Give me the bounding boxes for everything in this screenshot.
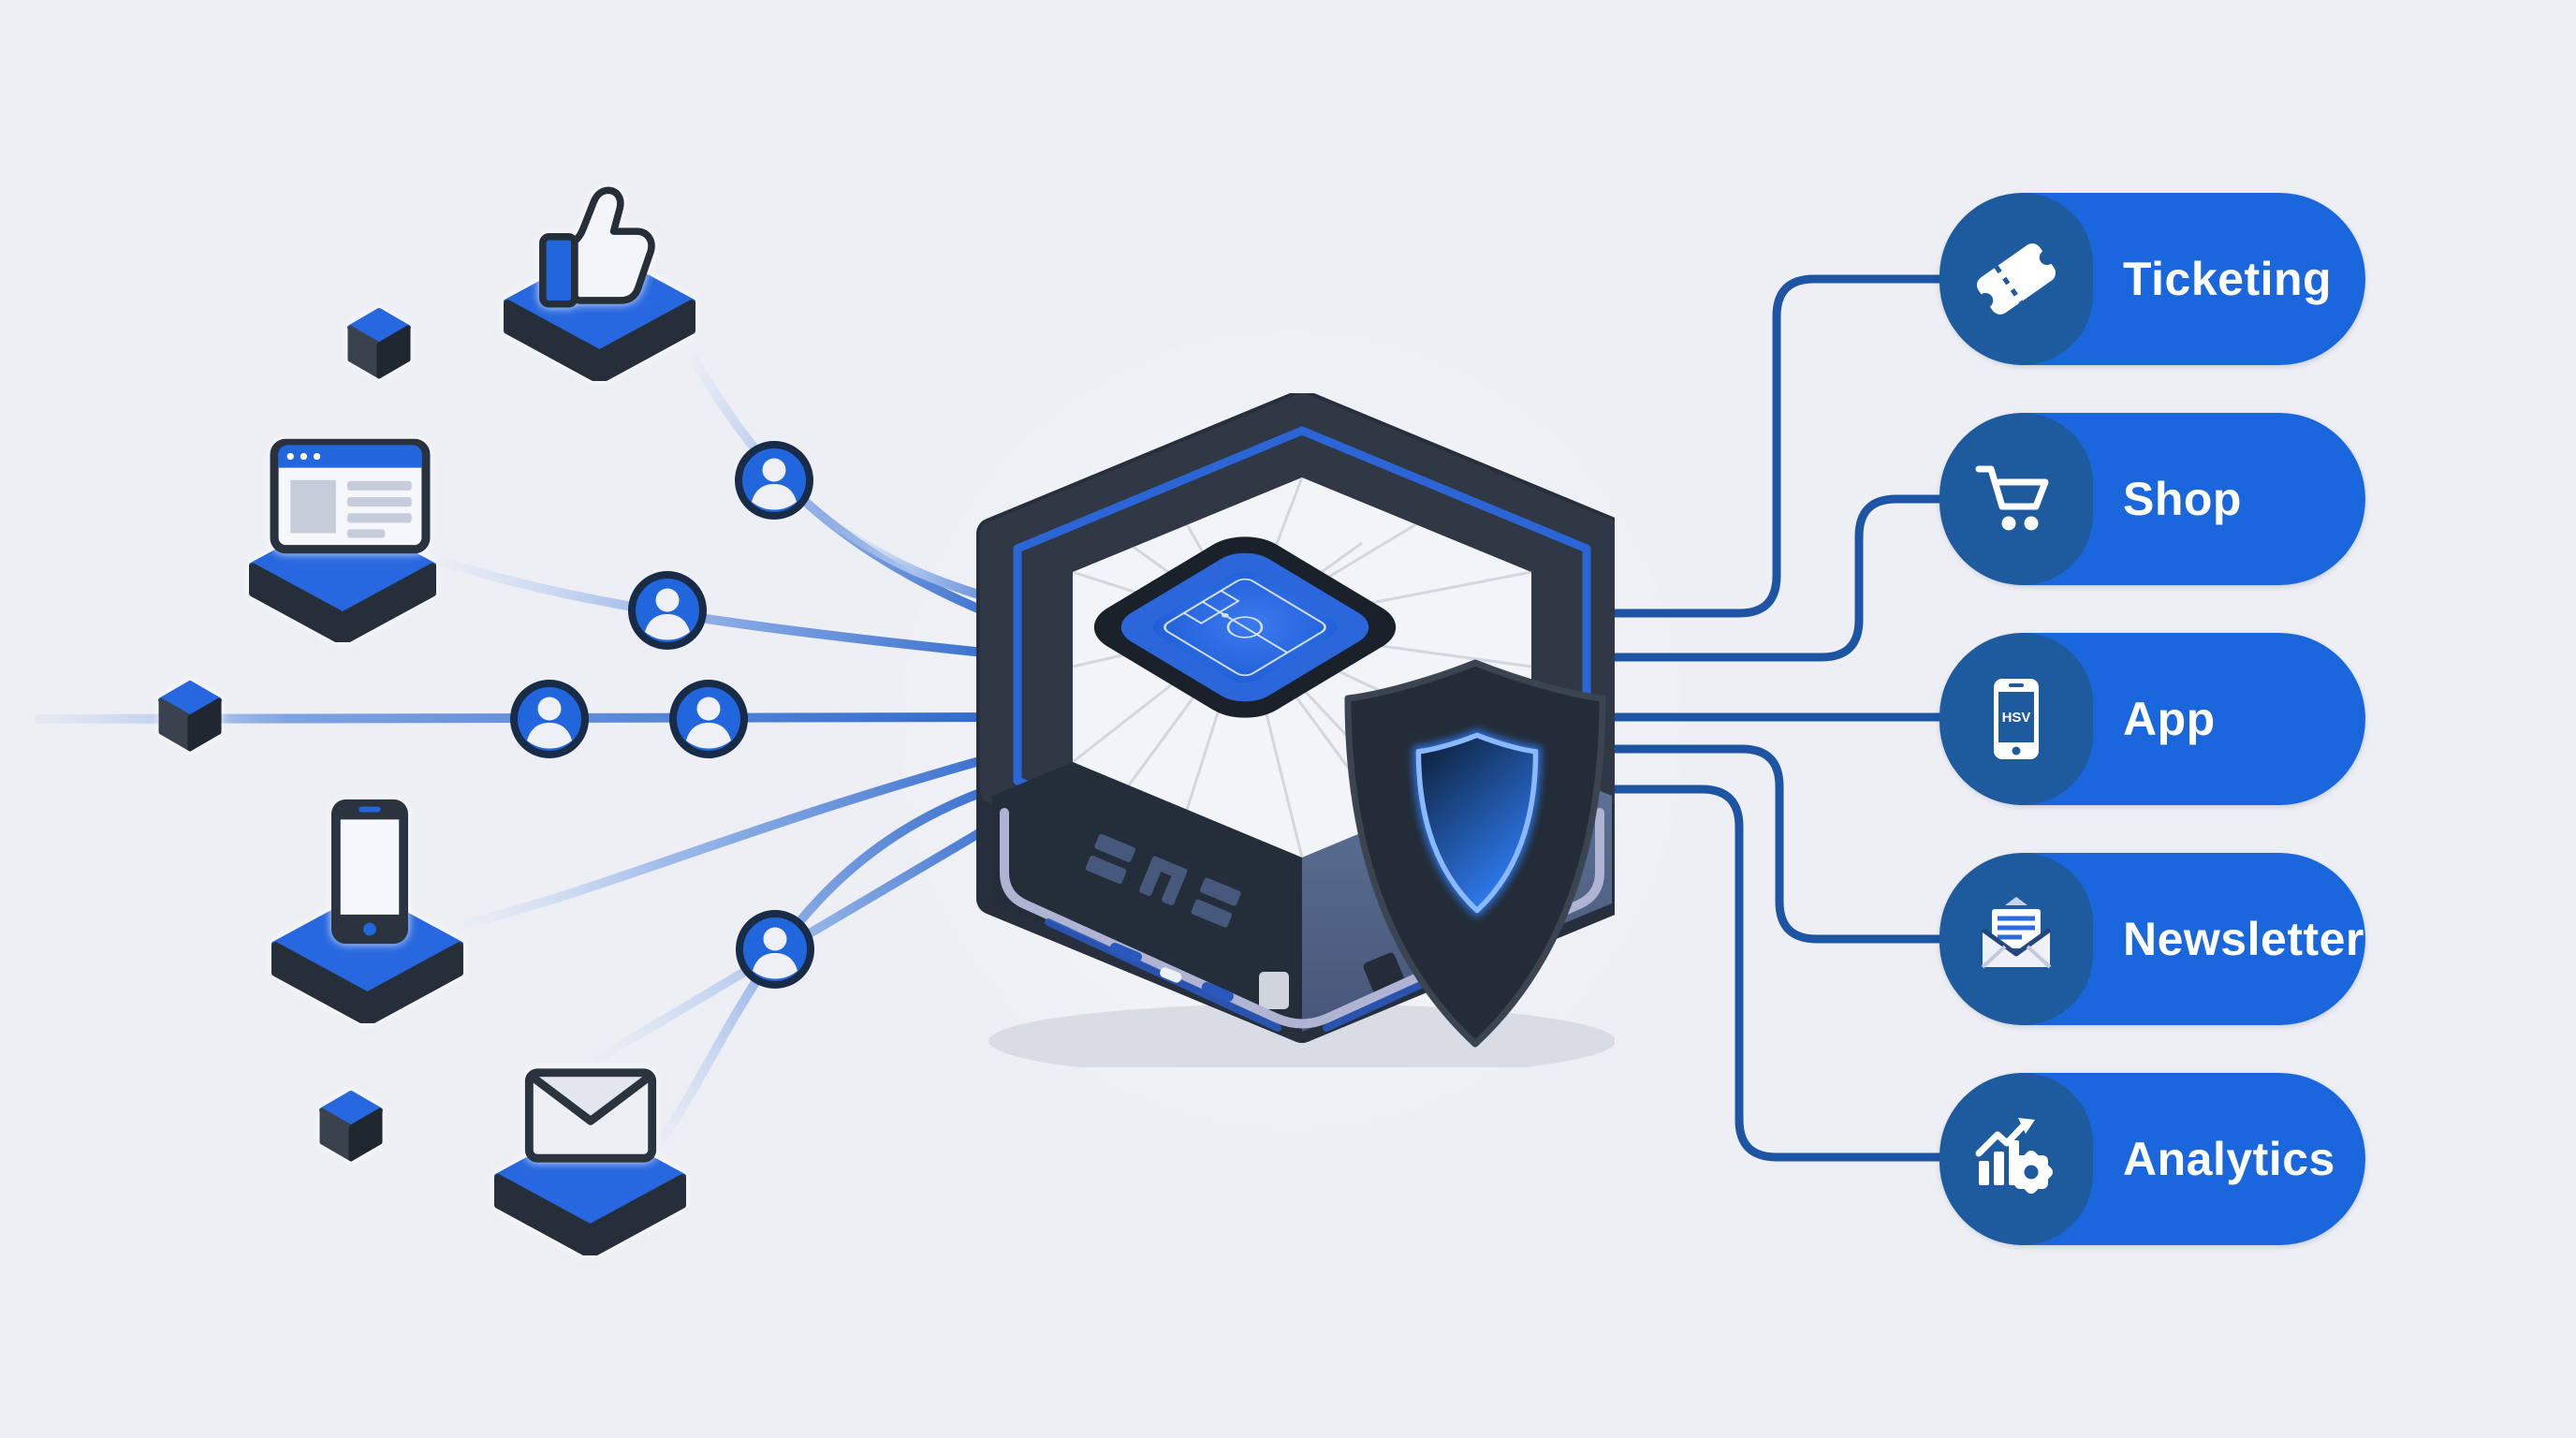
analytics-chart-gear-icon [1939, 1073, 2093, 1245]
flow-line [463, 742, 1034, 928]
shopping-cart-icon [1939, 413, 2093, 585]
shop-label: Shop [2123, 473, 2242, 525]
user-avatar-icon [736, 910, 814, 989]
newsletter-label: Newsletter [2123, 913, 2364, 965]
shop-button[interactable]: Shop [1939, 413, 2365, 585]
pitch-markings [1164, 578, 1326, 677]
stadium-bowl [1093, 536, 1397, 718]
analytics-button[interactable]: Analytics [1939, 1073, 2365, 1245]
platform-base [271, 890, 463, 1023]
newsletter-envelope-icon [1939, 853, 2093, 1025]
security-shield-icon [1344, 659, 1606, 1048]
ticket-icon [1939, 193, 2093, 365]
connector-newsletter [1554, 744, 1956, 944]
browser-window-icon [270, 438, 431, 554]
user-avatar-icon [628, 571, 707, 650]
user-avatar-icon [735, 441, 813, 520]
analytics-label: Analytics [2123, 1133, 2335, 1185]
envelope-icon [524, 1068, 657, 1163]
app-screen-text: HSV [2002, 710, 2031, 726]
thumbs-up-icon [539, 186, 655, 308]
user-avatar-icon [669, 680, 748, 758]
stadium-facade-lettering [1085, 833, 1289, 1009]
connector-ticketing [1554, 274, 1956, 618]
connector-shop [1554, 494, 1956, 662]
stadium-icon [976, 393, 1615, 1067]
cube-icon [319, 1091, 383, 1162]
ticketing-button[interactable]: Ticketing [1939, 193, 2365, 365]
connector-analytics [1554, 785, 1956, 1162]
newsletter-button[interactable]: Newsletter [1939, 853, 2365, 1025]
ticketing-label: Ticketing [2123, 253, 2333, 305]
user-avatar-icon [510, 680, 589, 758]
smartphone-icon: HSV [1939, 633, 2093, 805]
cube-icon [347, 308, 411, 379]
cube-icon [158, 681, 222, 752]
app-label: App [2123, 693, 2216, 745]
smartphone-icon [330, 799, 409, 945]
app-button[interactable]: HSV App [1939, 633, 2365, 805]
